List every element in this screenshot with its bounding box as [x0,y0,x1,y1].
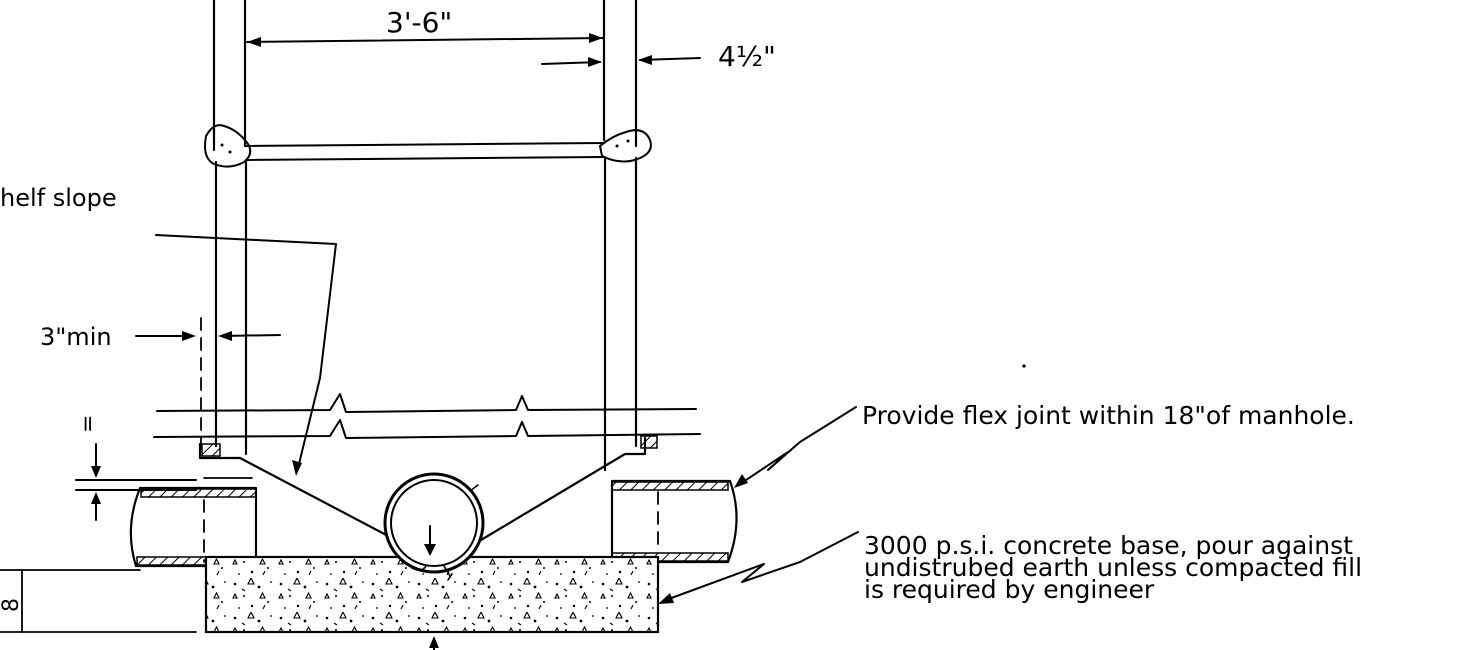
flex-joint-callout: Provide flex joint within 18"of manhole. [734,401,1355,488]
main-pipe-section [383,472,485,581]
manhole-barrel [212,0,638,472]
base-note-line3: is required by engineer [864,575,1155,604]
shelf-slope-callout: helf slope [0,184,337,476]
base-depth-label: 8 [0,598,24,612]
right-outlet-pipe [610,479,738,564]
outlet-pipe-runs [153,393,701,439]
wall-thickness-label: 4½" [718,40,776,73]
base-note-line2: undistrubed earth unless compacted fill [864,553,1362,582]
left-inlet-pipe [129,486,258,568]
base-note-line1: 3000 p.s.i. concrete base, pour against [864,531,1353,560]
clearance-dimension: 3"min [40,317,281,449]
inside-diameter-label: 3'-6" [386,6,452,39]
stray-dot [1022,364,1026,368]
barrel-joint [204,124,652,168]
shelf-step-dimension: = [75,415,197,521]
channel-bench [198,435,658,542]
flex-joint-label: Provide flex joint within 18"of manhole. [862,401,1355,430]
inside-diameter-dimension: 3'-6" [246,6,604,47]
clearance-label: 3"min [40,323,112,351]
shelf-step-label: = [76,415,101,433]
wall-thickness-dimension: 4½" [541,40,776,73]
concrete-base: 8 [0,555,660,650]
shelf-slope-label: helf slope [0,184,117,212]
concrete-base-callout: 3000 p.s.i. concrete base, pour against … [658,531,1362,604]
